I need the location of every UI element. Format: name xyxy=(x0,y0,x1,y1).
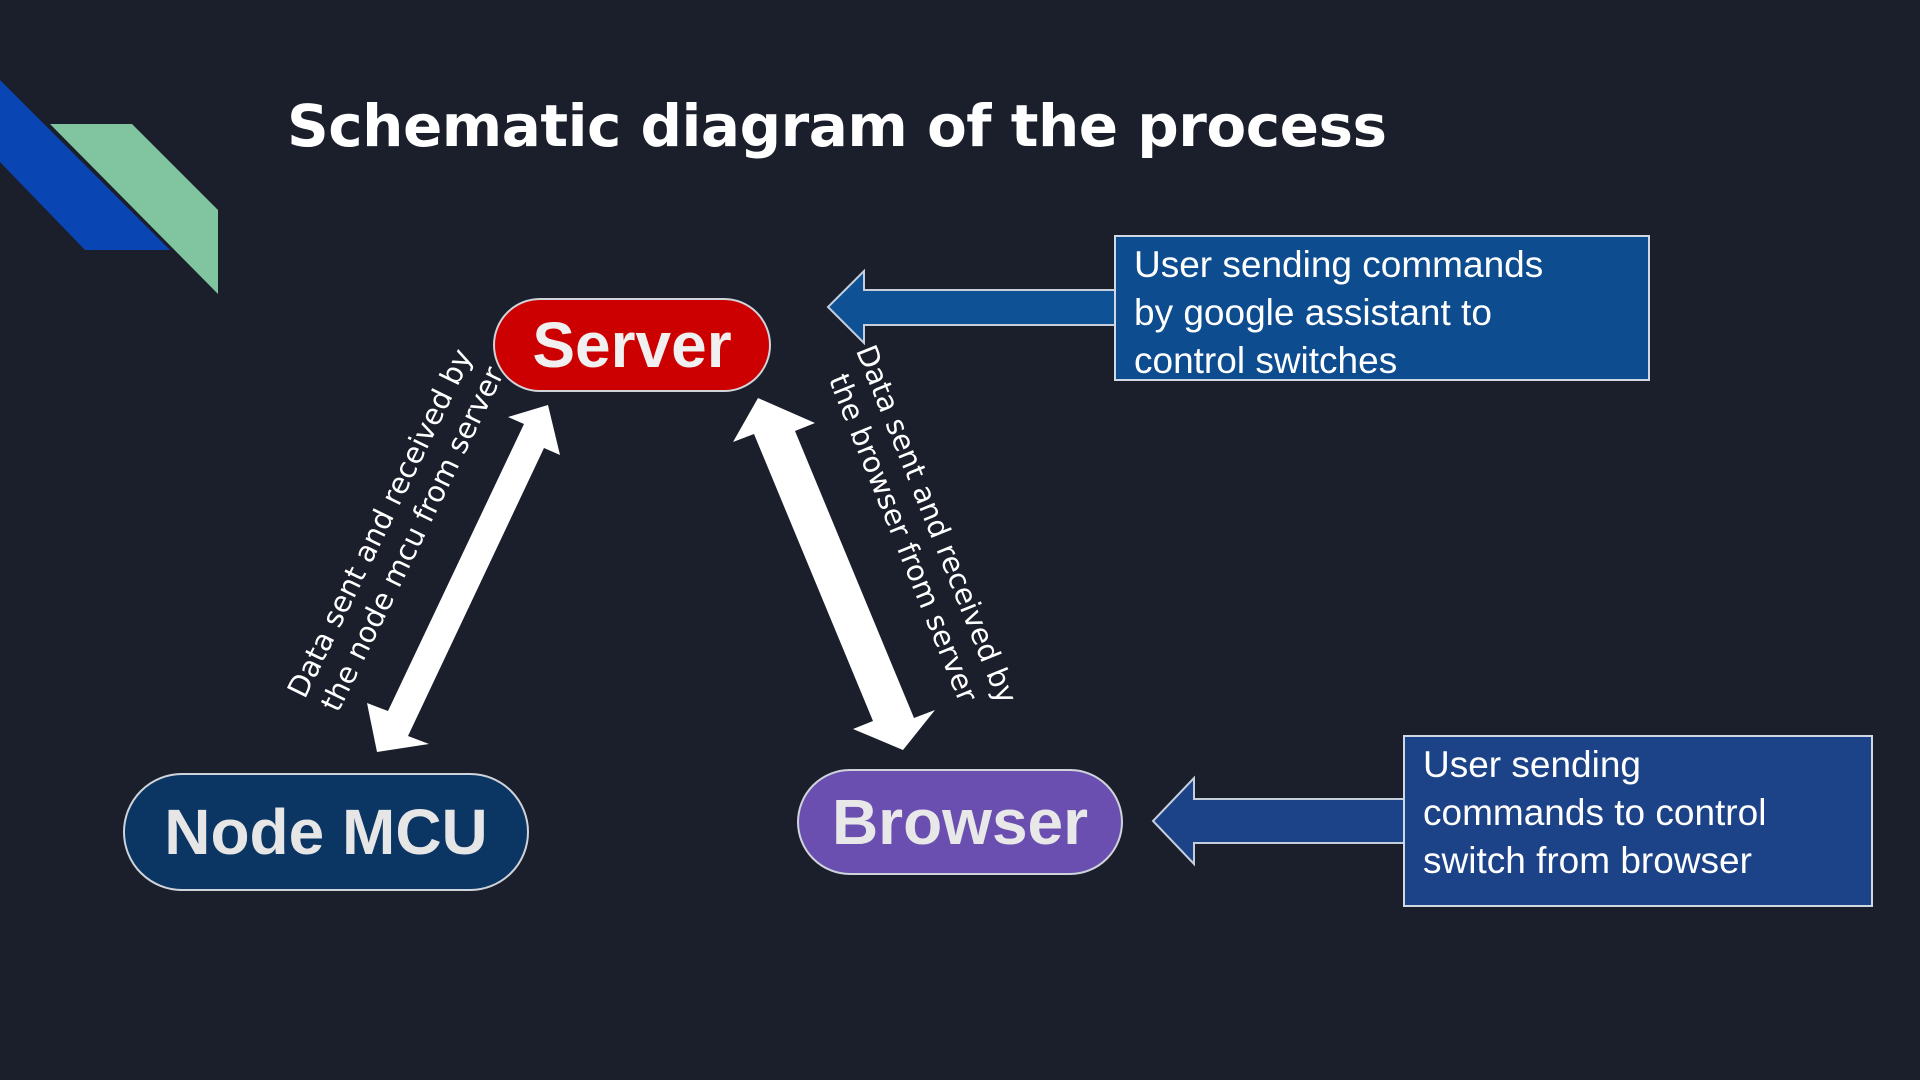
node-node-mcu: Node MCU xyxy=(123,773,529,891)
note-line: User sending xyxy=(1423,744,1642,785)
note-line: by google assistant to xyxy=(1134,292,1492,333)
note-google-assistant: User sending commands by google assistan… xyxy=(1114,235,1650,381)
note-browser-commands: User sending commands to control switch … xyxy=(1403,735,1873,907)
arrow-google-to-server xyxy=(826,268,1116,346)
corner-decoration xyxy=(0,80,218,294)
arrow-mcu-server xyxy=(367,405,560,752)
deco-green-stripe xyxy=(50,124,218,294)
deco-blue-stripe xyxy=(0,80,170,250)
node-server: Server xyxy=(493,298,771,392)
note-line: User sending commands xyxy=(1134,244,1544,285)
note-line: control switches xyxy=(1134,340,1398,381)
arrow-user-to-browser xyxy=(1151,775,1405,867)
note-line: commands to control xyxy=(1423,792,1767,833)
arrow-browser-server xyxy=(733,398,935,750)
slide-title: Schematic diagram of the process xyxy=(287,92,1387,160)
node-browser: Browser xyxy=(797,769,1123,875)
note-line: switch from browser xyxy=(1423,840,1752,881)
